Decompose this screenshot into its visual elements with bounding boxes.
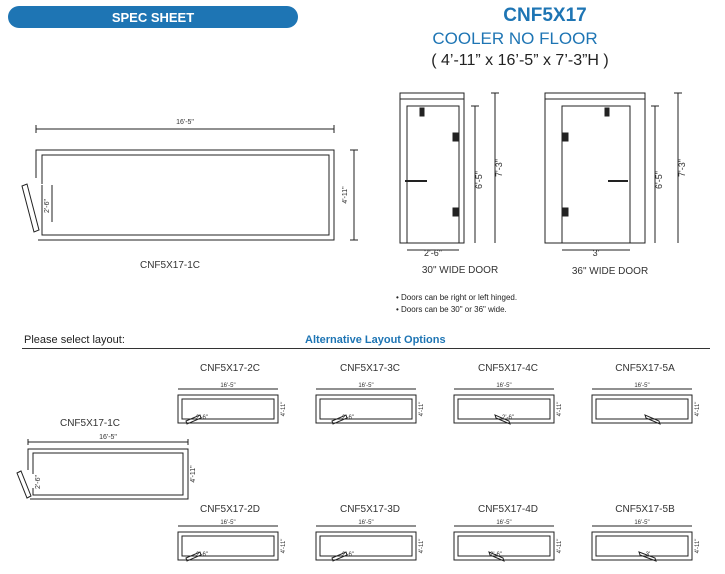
selected-layout-plan[interactable]: 16'-5" 4'-11" 2'-6" xyxy=(12,432,202,504)
alt-layout-4c[interactable]: 16'-5" 4'-11" 2'-6" xyxy=(448,378,568,428)
alt-width-label: 4'-11" xyxy=(557,402,563,417)
door36-total-height: 7'-3" xyxy=(677,159,687,177)
alt-width-label: 4'-11" xyxy=(419,402,425,417)
alt-layout-5a[interactable]: 16'-5" 4'-11" xyxy=(586,378,706,428)
alt-layout-5b[interactable]: 16'-5" 4'-11" 3' xyxy=(586,516,706,568)
alt-layout-caption: CNF5X17-4D xyxy=(477,504,539,515)
model-subtitle: COOLER NO FLOOR xyxy=(432,29,598,48)
alt-layout-caption: CNF5X17-4C xyxy=(477,363,539,374)
alt-length-label: 16'-5" xyxy=(220,383,235,389)
alt-width-label: 4'-11" xyxy=(281,402,287,417)
door30-height: 6'-5" xyxy=(474,171,484,189)
section-divider xyxy=(22,348,710,349)
door-elevation-36: 3' 6'-5" 7'-3" xyxy=(544,92,687,258)
door36-width: 3' xyxy=(593,248,600,258)
spec-sheet-banner: SPEC SHEET xyxy=(8,6,298,28)
alt-layout-caption: CNF5X17-2D xyxy=(199,504,261,515)
door30-total-height: 7'-3" xyxy=(494,159,504,177)
alt-length-label: 16'-5" xyxy=(634,520,649,526)
alt-width-label: 4'-11" xyxy=(695,402,701,417)
alt-layout-caption: CNF5X17-2C xyxy=(199,363,261,374)
alt-layout-caption: CNF5X17-3D xyxy=(339,504,401,515)
door36-caption: 36" WIDE DOOR xyxy=(571,266,649,277)
select-layout-label: Please select layout: xyxy=(24,334,125,346)
alt-layout-2d[interactable]: 16'-5" 4'-11" 2'-6" xyxy=(172,516,292,568)
alt-layout-4d[interactable]: 16'-5" 4'-11" 2'-6" xyxy=(448,516,568,568)
alt-layout-caption: CNF5X17-5A xyxy=(615,363,675,374)
model-dimensions: ( 4’-11” x 16’-5” x 7’-3”H ) xyxy=(431,52,609,69)
alt-door-label: 3' xyxy=(646,552,650,558)
main-floor-plan: 16'-5" 4'-11" 2'-6" xyxy=(21,119,358,241)
plan-door-label: 2'-6" xyxy=(44,199,51,213)
alt-width-label: 4'-11" xyxy=(557,539,563,554)
plan-length-label: 16'-5" xyxy=(176,119,194,126)
main-plan-caption: CNF5X17-1C xyxy=(139,260,201,271)
door30-caption: 30" WIDE DOOR xyxy=(421,265,499,276)
alt-length-label: 16'-5" xyxy=(496,383,511,389)
alt-length-label: 16'-5" xyxy=(358,383,373,389)
alt-door-label: 2'-6" xyxy=(196,415,208,421)
alt-door-label: 2'-6" xyxy=(342,552,354,558)
plan-width-label: 4'-11" xyxy=(342,186,349,204)
note-item: Doors can be 30" or 36" wide. xyxy=(396,304,517,316)
alternative-layouts-label: Alternative Layout Options xyxy=(305,334,446,346)
alt-width-label: 4'-11" xyxy=(281,539,287,554)
alt-width-label: 4'-11" xyxy=(419,539,425,554)
door-notes: Doors can be right or left hinged. Doors… xyxy=(396,292,517,316)
alt-layout-caption: CNF5X17-3C xyxy=(339,363,401,374)
note-item: Doors can be right or left hinged. xyxy=(396,292,517,304)
alt-length-label: 16'-5" xyxy=(358,520,373,526)
alt-layout-caption: CNF5X17-5B xyxy=(615,504,675,515)
alt-door-label: 2'-6" xyxy=(342,415,354,421)
alt-door-label: 2'-6" xyxy=(196,552,208,558)
alt-layout-3d[interactable]: 16'-5" 4'-11" 2'-6" xyxy=(310,516,430,568)
door30-width: 2'-6" xyxy=(424,248,442,258)
alt-length-label: 16'-5" xyxy=(220,520,235,526)
model-title: CNF5X17 xyxy=(503,5,587,26)
alt-length-label: 16'-5" xyxy=(496,520,511,526)
alt-door-label: 2'-6" xyxy=(502,415,514,421)
alt-layout-3c[interactable]: 16'-5" 4'-11" 2'-6" xyxy=(310,378,430,428)
selected-door-label: 2'-6" xyxy=(35,475,42,489)
selected-layout-caption: CNF5X17-1C xyxy=(59,418,121,429)
alt-layout-2c[interactable]: 16'-5" 4'-11" 2'-6" xyxy=(172,378,292,428)
door-elevation-30: 2'-6" 6'-5" 7'-3" xyxy=(399,92,504,258)
alt-width-label: 4'-11" xyxy=(695,539,701,554)
alt-door-label: 2'-6" xyxy=(490,552,502,558)
door36-height: 6'-5" xyxy=(654,171,664,189)
alt-length-label: 16'-5" xyxy=(634,383,649,389)
selected-length-label: 16'-5" xyxy=(99,434,117,441)
selected-width-label: 4'-11" xyxy=(190,465,197,483)
